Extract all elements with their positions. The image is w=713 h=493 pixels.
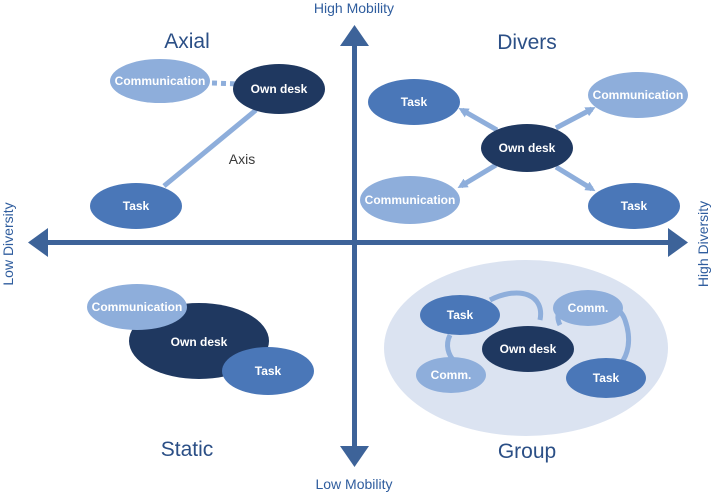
divers-own-desk-node: [481, 124, 573, 172]
quadrant-title-divers: Divers: [497, 31, 557, 54]
divers-task-node-br: [588, 183, 680, 229]
divers-arrow-to-task: [458, 107, 499, 133]
axis-label-top: High Mobility: [314, 0, 394, 16]
divers-task-label-br: Task: [621, 199, 648, 213]
divers-communication-node-bl: [360, 176, 460, 224]
axis-label-left: Low Diversity: [0, 202, 16, 285]
axial-communication-node: [110, 59, 210, 103]
axial-quadrant: Communication Own desk Axis Task: [90, 59, 325, 229]
axial-communication-label: Communication: [115, 74, 206, 88]
divers-task-node-tl: [368, 79, 460, 125]
divers-task-label-tl: Task: [401, 95, 428, 109]
divers-own-desk-label: Own desk: [499, 141, 556, 155]
group-task-label-br: Task: [593, 371, 620, 385]
axis-label-right: High Diversity: [695, 201, 711, 287]
static-quadrant: Own desk Communication Task: [87, 284, 314, 395]
group-connector-top-left: [488, 290, 544, 321]
static-task-node: [222, 347, 314, 395]
static-communication-node: [87, 284, 187, 330]
axis-label-bottom: Low Mobility: [315, 476, 392, 492]
axial-axis-label: Axis: [229, 151, 255, 167]
down-arrowhead: [340, 446, 369, 467]
up-arrowhead: [340, 25, 369, 46]
static-own-desk-label: Own desk: [171, 335, 228, 349]
axial-axis-line: [162, 108, 258, 188]
group-comm-label-tr: Comm.: [568, 301, 609, 315]
axial-task-label: Task: [123, 199, 150, 213]
axial-own-desk-label: Own desk: [251, 82, 308, 96]
right-arrowhead: [668, 228, 688, 257]
divers-communication-node-tr: [588, 72, 688, 118]
group-comm-node-bl: [416, 357, 486, 393]
quadrant-title-group: Group: [498, 440, 556, 463]
quadrant-title-static: Static: [161, 438, 214, 461]
group-task-node-br: [566, 358, 646, 398]
group-task-label-tl: Task: [447, 308, 474, 322]
divers-quadrant: Task Communication Own desk Communicatio…: [360, 72, 688, 229]
quadrant-title-axial: Axial: [164, 30, 210, 53]
axial-task-node: [90, 183, 182, 229]
axial-connector-dotted: [211, 80, 241, 87]
divers-arrow-to-task-right: [554, 164, 596, 192]
divers-communication-label-bl: Communication: [365, 193, 456, 207]
static-task-label: Task: [255, 364, 282, 378]
group-quadrant: Task Comm. Comm. Own desk Task: [416, 290, 646, 398]
group-own-desk-node: [482, 326, 574, 372]
axes: [28, 25, 688, 467]
group-comm-label-bl: Comm.: [431, 368, 472, 382]
divers-arrow-to-communication-right: [554, 106, 596, 131]
divers-communication-label-tr: Communication: [593, 88, 684, 102]
divers-arrow-to-communication-left: [457, 162, 498, 189]
left-arrowhead: [28, 228, 48, 257]
axial-own-desk-node: [233, 64, 325, 114]
group-comm-node-tr: [553, 290, 623, 326]
static-communication-label: Communication: [92, 300, 183, 314]
group-own-desk-label: Own desk: [500, 342, 557, 356]
group-task-node-tl: [420, 295, 500, 335]
